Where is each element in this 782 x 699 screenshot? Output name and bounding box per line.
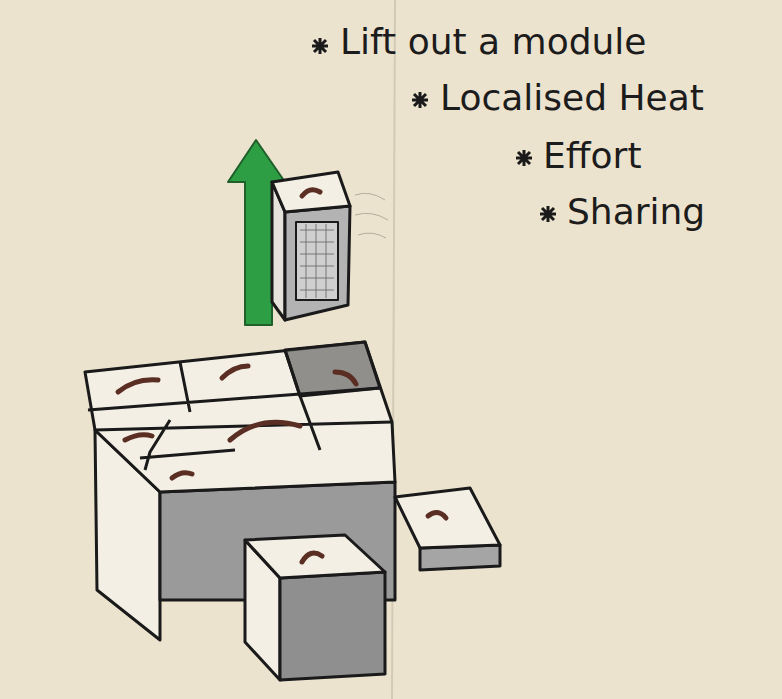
note-text: Effort xyxy=(543,136,642,176)
side-module-top xyxy=(395,488,500,548)
note-text: Lift out a module xyxy=(340,22,646,62)
lifted-module-front xyxy=(285,206,350,320)
note-text: Localised Heat xyxy=(440,78,704,118)
heat-lines xyxy=(355,193,388,238)
module-handles xyxy=(118,190,446,562)
block-top-face xyxy=(85,342,395,492)
note-text: Sharing xyxy=(567,192,705,232)
lifted-module-mesh xyxy=(296,222,338,300)
lift-arrow xyxy=(228,140,285,325)
mesh-hatch xyxy=(300,224,334,298)
tile-lines xyxy=(88,350,392,470)
bullet-asterisk xyxy=(312,38,556,222)
lifted-module-top xyxy=(272,172,350,212)
front-module-top xyxy=(245,535,385,578)
front-module-front xyxy=(280,572,385,680)
